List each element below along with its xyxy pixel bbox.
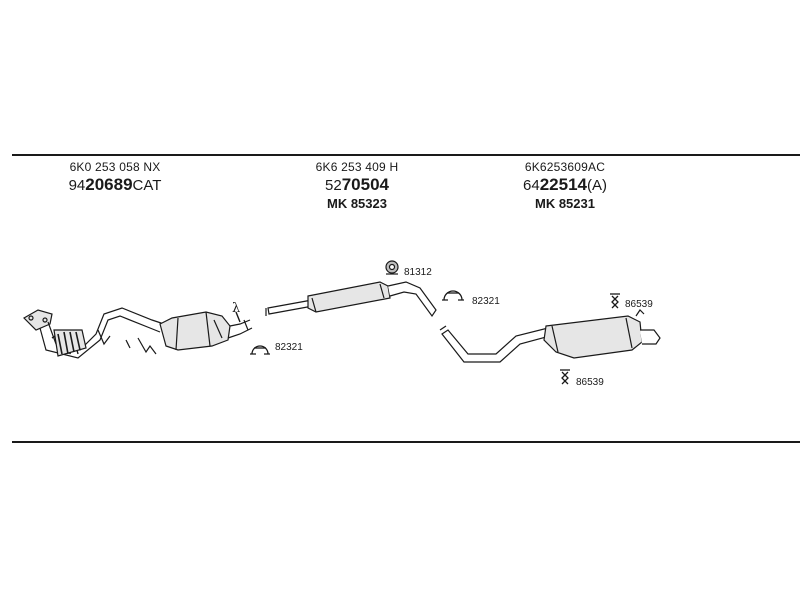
oem-number: 6K6253609AC [524, 160, 606, 174]
part-header-catalyst: 6K0 253 058 NX 9420689CAT [40, 160, 190, 195]
oem-number: 6K0 253 058 NX [69, 160, 161, 174]
mk-number: MK 85323 [327, 196, 387, 211]
hanger-rear-top-label: 86539 [625, 299, 653, 310]
part-number: 5270504 [325, 175, 389, 194]
clamp-front-label: 82321 [275, 342, 303, 353]
clamp-mid[interactable] [442, 290, 464, 301]
hanger-rear-bottom[interactable] [560, 369, 570, 385]
catalytic-converter[interactable] [159, 311, 253, 351]
rear-silencer[interactable] [439, 309, 661, 363]
part-header-middle-silencer: 6K6 253 409 H 5270504 MK 85323 [282, 160, 432, 212]
mk-number: MK 85231 [535, 196, 595, 211]
hanger-mid-label: 81312 [404, 267, 432, 278]
top-rule [12, 154, 800, 156]
hanger-rear-bottom-label: 86539 [576, 377, 604, 388]
clamp-mid-label: 82321 [472, 296, 500, 307]
hanger-rear-top[interactable] [610, 293, 620, 309]
part-number: 9420689CAT [68, 175, 162, 194]
oem-number: 6K6 253 409 H [315, 160, 399, 174]
hanger-mid[interactable] [385, 260, 399, 275]
bottom-rule [12, 441, 800, 443]
middle-silencer[interactable] [265, 281, 437, 318]
part-header-rear-silencer: 6K6253609AC 6422514(A) MK 85231 [490, 160, 640, 212]
clamp-front[interactable] [250, 345, 270, 355]
part-number: 6422514(A) [523, 175, 607, 194]
lambda-sensor-label: λ [232, 301, 240, 316]
manifold-downpipe[interactable] [23, 307, 165, 359]
